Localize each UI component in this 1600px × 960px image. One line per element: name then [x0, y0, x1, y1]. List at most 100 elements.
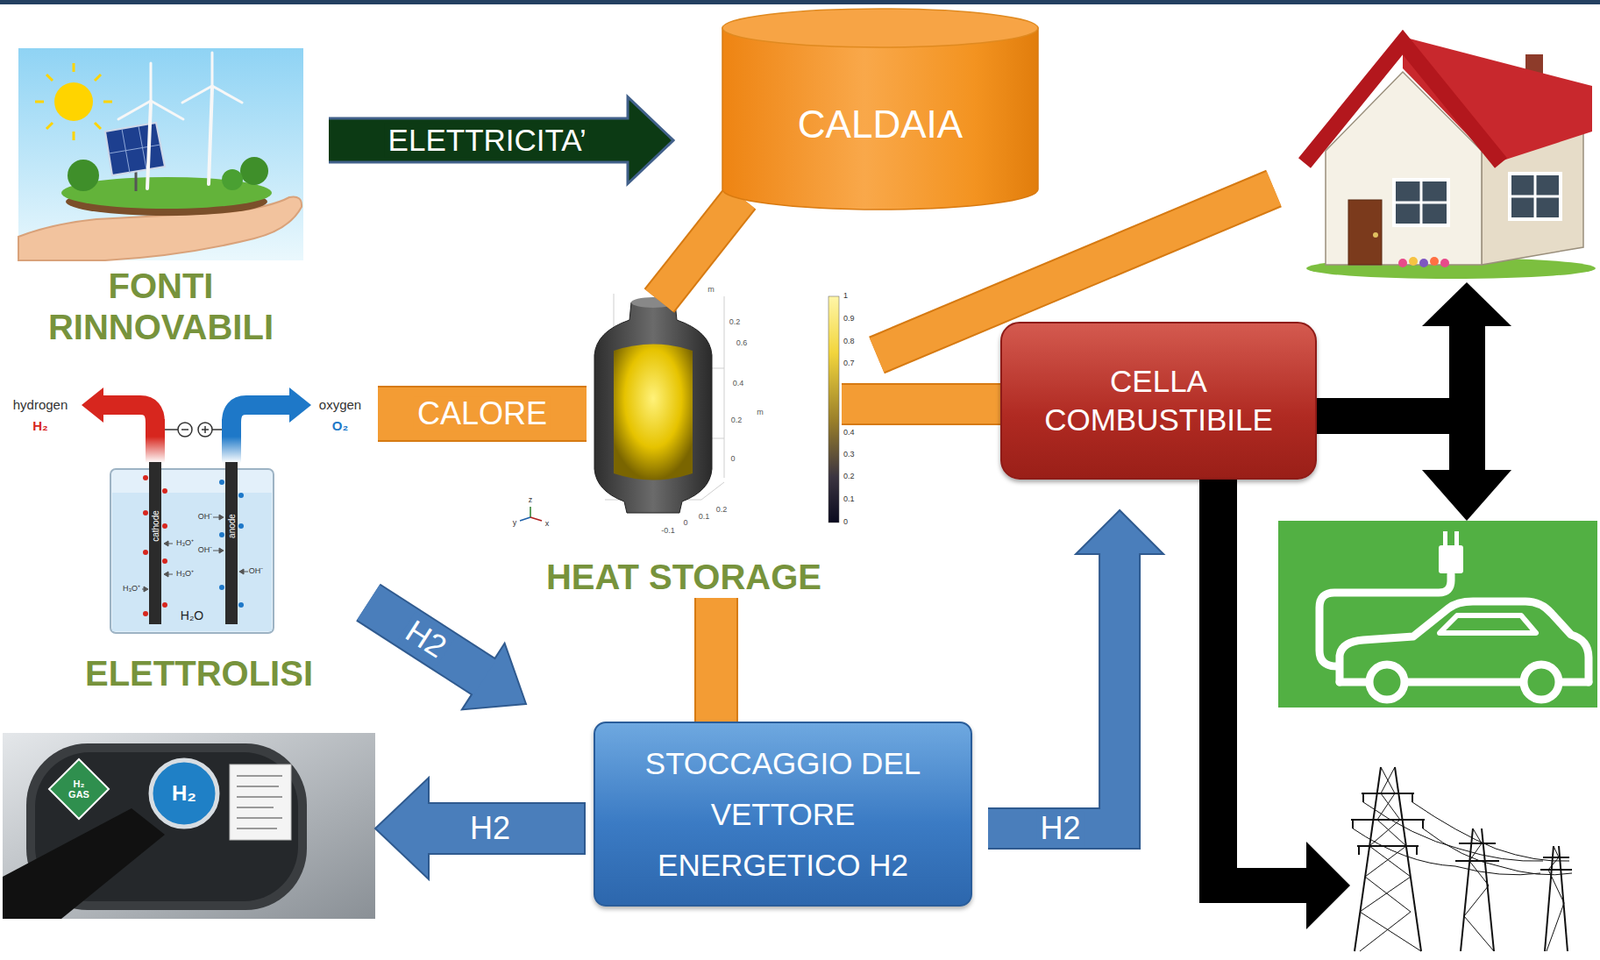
connector-label: H2 — [1037, 810, 1085, 847]
power-pylons — [1411, 793, 1414, 803]
cylinder-shape — [722, 8, 1039, 48]
power-pylons — [1359, 767, 1411, 952]
renewables-picture — [121, 128, 130, 173]
renewables-picture — [18, 48, 304, 261]
annotation-label: 0.2 — [729, 318, 741, 328]
connector-outline — [841, 383, 1001, 426]
annotation-label: 0.2 — [731, 416, 743, 426]
connector-body — [841, 384, 1001, 424]
ev-charging-icon — [1438, 545, 1464, 574]
arrow-head — [1075, 510, 1164, 555]
renewables-picture — [211, 52, 214, 86]
annotation-label: H₂ GAS — [64, 778, 94, 800]
electrolysis-cell — [81, 387, 104, 423]
annotation-label: 0.1 — [843, 495, 855, 505]
annotation-label: 0.8 — [843, 337, 855, 347]
ev-charging-icon — [1439, 615, 1536, 633]
house-icon — [1509, 173, 1561, 220]
renewables-picture — [240, 156, 269, 185]
power-pylons — [1464, 828, 1494, 952]
power-pylons — [1359, 767, 1422, 952]
connector-outline — [694, 597, 739, 722]
electrolysis-cell — [163, 571, 169, 577]
electrolysis-cell — [219, 547, 224, 554]
connector — [368, 602, 527, 710]
electrolysis-cell — [162, 523, 168, 529]
annotation-label: m — [756, 408, 764, 418]
power-pylons — [1362, 793, 1365, 803]
boiler-cylinder: CALDAIA — [721, 7, 1039, 210]
heat-storage-render — [530, 517, 542, 521]
renewables-picture — [18, 48, 304, 261]
hydrogen-refuel-photo — [236, 796, 283, 798]
power-pylons — [1394, 767, 1422, 952]
annotation-label: 0 — [730, 455, 735, 464]
ev-charging-icon — [1369, 664, 1405, 700]
ev-charging-icon — [1278, 520, 1598, 708]
annotation-label: m — [707, 285, 715, 295]
electrolysis-cell — [142, 611, 149, 617]
power-pylons — [1422, 819, 1424, 829]
annotation-label: x — [545, 519, 550, 529]
ev-charging-icon — [1523, 664, 1559, 700]
connector — [659, 197, 741, 301]
node-text: CELLA COMBUSTIBILE — [1023, 362, 1295, 440]
annotation-label: 0.9 — [843, 314, 855, 324]
power-output-arrows — [1422, 282, 1512, 327]
house-icon — [1304, 36, 1596, 279]
renewables-picture — [208, 87, 213, 185]
electrolysis-cell — [81, 387, 312, 633]
electrolysis-cell — [219, 532, 225, 538]
renewables-picture — [150, 100, 184, 120]
renewables-picture — [103, 100, 113, 104]
annotation-label: H2 — [469, 810, 511, 847]
heat-storage-render — [529, 506, 532, 518]
renewables-picture — [221, 169, 243, 191]
hydrogen-refuel-photo — [236, 785, 279, 788]
annotation-label: H₂O — [180, 609, 204, 623]
node-text: STOCCAGGIO DEL VETTORE ENERGETICO H2 — [630, 738, 936, 891]
hydrogen-refuel-photo — [2, 808, 165, 919]
connector-label: H2 — [396, 611, 456, 668]
connector-body — [696, 597, 737, 722]
annotation-label: 0.1 — [698, 512, 711, 522]
annotation-label: OH⁻ — [198, 512, 214, 522]
electrolysis-cell — [103, 405, 156, 423]
power-pylons — [1543, 856, 1570, 859]
renewables-picture — [138, 126, 147, 170]
electrolysis-cell — [219, 514, 224, 520]
renewables-picture — [72, 63, 76, 72]
power-pylons — [1558, 846, 1568, 952]
renewables-picture — [212, 85, 242, 103]
renewables-picture — [105, 122, 165, 176]
power-output-arrows — [1306, 841, 1351, 930]
ev-charging-icon — [1278, 520, 1598, 708]
hydrogen-refuel-photo — [236, 817, 283, 819]
renewables-picture — [35, 100, 44, 104]
figure-node: ELETTROLISI — [35, 392, 363, 695]
node-text: HEAT STORAGE — [536, 556, 832, 598]
electrolysis-cell — [238, 602, 244, 608]
electrolysis-cell — [149, 462, 162, 625]
hydrogen-refuel-photo — [236, 806, 274, 809]
house-icon — [1304, 42, 1501, 164]
house-icon — [1419, 258, 1429, 268]
power-pylons — [1415, 846, 1418, 855]
annotation-label: H₃O⁺ — [176, 539, 194, 548]
heat-storage-render — [519, 517, 531, 521]
heat-storage-render — [594, 302, 712, 513]
house-icon — [1440, 258, 1450, 268]
annotation-label: hydrogen — [13, 398, 69, 413]
hydrogen-refuel-photo — [150, 760, 218, 827]
renewables-picture — [149, 63, 153, 101]
power-pylons — [1412, 802, 1570, 861]
annotation-label: anode — [227, 513, 237, 539]
house-icon — [1429, 256, 1439, 266]
renewables-picture — [135, 170, 138, 192]
house-icon — [1509, 195, 1561, 199]
house-icon — [1348, 199, 1382, 265]
renewables-picture — [182, 85, 213, 103]
arrow-head — [627, 97, 674, 185]
annotation-label: O₂ — [332, 419, 349, 434]
electrolysis-cell — [219, 479, 244, 608]
